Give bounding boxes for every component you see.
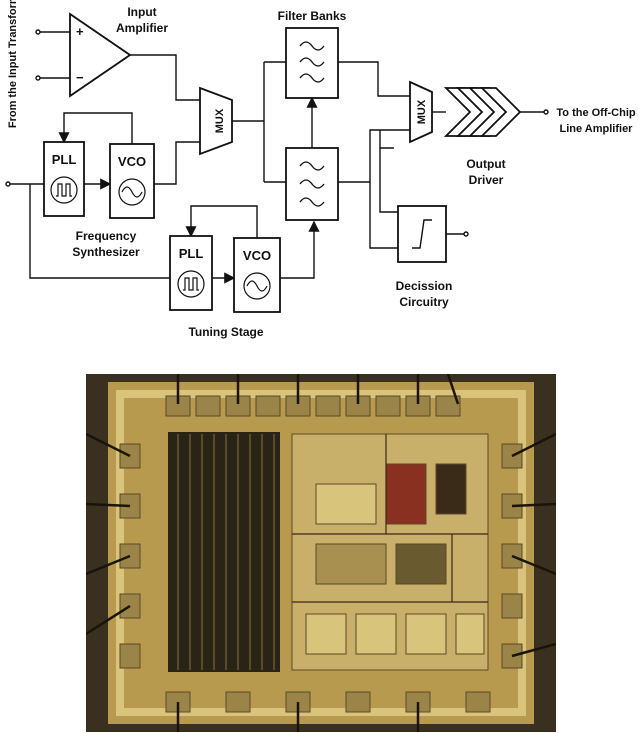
svg-text:−: − [76,70,84,85]
threshold-icon [412,219,432,249]
svg-text:VCO: VCO [118,154,146,169]
svg-text:MUX: MUX [214,108,226,133]
square-wave-icon [50,176,78,204]
filter-banks-label: Filter Banks [278,9,347,23]
frequency-synthesizer-label: Synthesizer [72,245,140,259]
output-driver-label: Driver [469,173,504,187]
input-amplifier-label: Input [127,5,156,19]
filter-icon [299,161,325,207]
output-target-label: To the Off-Chip [556,107,635,119]
filter-bank-bottom [285,147,339,221]
square-wave-icon [177,270,205,298]
block-diagram: + − MUX PLL VCO PLL VCO [5,0,636,339]
tuning-stage-label: Tuning Stage [188,325,263,339]
mux-output: MUX [409,80,433,144]
decision-circuitry-label: Decission [396,279,453,293]
filter-bank-top [285,27,339,99]
output-target-label: Line Amplifier [560,123,634,135]
svg-text:PLL: PLL [52,152,77,167]
output-driver-label: Output [466,157,505,171]
input-amplifier: + − [69,12,132,98]
tuning-pll-block: PLL [169,235,213,311]
synth-vco-block: VCO [109,143,155,219]
svg-text:VCO: VCO [243,248,271,263]
svg-text:+: + [76,24,84,39]
frequency-synthesizer-label: Frequency [76,229,137,243]
input-amplifier-label: Amplifier [116,21,168,35]
filter-icon [299,41,325,83]
tuning-vco-block: VCO [233,237,281,313]
bond-wire-icon [86,374,556,732]
output-driver-icon [443,87,522,137]
mux-input: MUX [199,86,233,156]
memory-array-icon [168,432,280,672]
decision-circuitry-label: Circuitry [399,295,449,309]
synth-pll-block: PLL [43,141,85,217]
svg-text:PLL: PLL [179,246,204,261]
input-source-label: From the Input Transformer [7,0,19,128]
chip-die-photo [86,374,556,732]
decision-circuitry-block [397,205,447,263]
svg-text:MUX: MUX [416,99,428,124]
